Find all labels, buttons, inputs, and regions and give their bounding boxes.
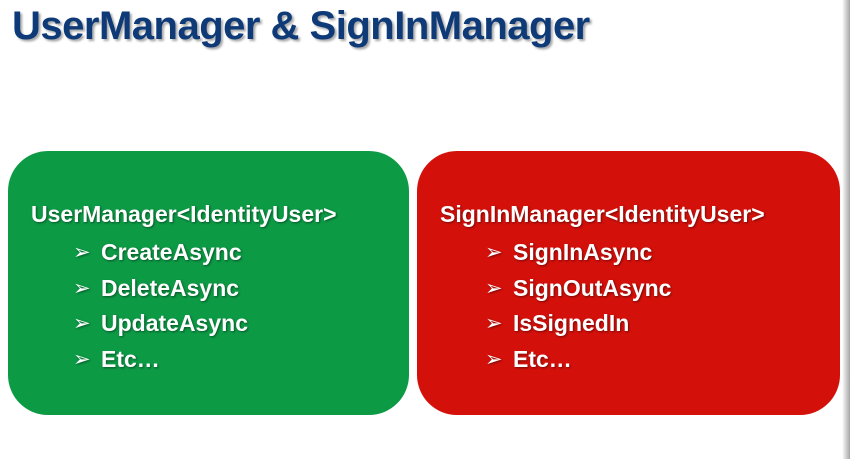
user-manager-box: UserManager<IdentityUser> ➢ CreateAsync … [8, 151, 409, 415]
list-item-label: IsSignedIn [513, 310, 630, 337]
user-manager-heading: UserManager<IdentityUser> [31, 201, 337, 227]
list-item: ➢ SignOutAsync [485, 271, 671, 307]
list-item: ➢ CreateAsync [73, 235, 248, 271]
arrow-bullet-icon: ➢ [73, 276, 91, 300]
signin-manager-heading: SignInManager<IdentityUser> [440, 201, 765, 227]
list-item: ➢ IsSignedIn [485, 306, 671, 342]
user-manager-method-list: ➢ CreateAsync ➢ DeleteAsync ➢ UpdateAsyn… [73, 235, 248, 377]
slide-edge-shadow [842, 0, 850, 459]
list-item: ➢ DeleteAsync [73, 271, 248, 307]
signin-manager-box: SignInManager<IdentityUser> ➢ SignInAsyn… [417, 151, 840, 415]
list-item: ➢ Etc… [485, 342, 671, 378]
list-item-label: SignInAsync [513, 239, 653, 266]
list-item: ➢ Etc… [73, 342, 248, 378]
arrow-bullet-icon: ➢ [485, 312, 503, 336]
list-item: ➢ SignInAsync [485, 235, 671, 271]
list-item: ➢ UpdateAsync [73, 306, 248, 342]
arrow-bullet-icon: ➢ [73, 347, 91, 371]
slide-title: UserManager & SignInManager [12, 4, 590, 48]
arrow-bullet-icon: ➢ [485, 276, 503, 300]
list-item-label: Etc… [513, 345, 572, 372]
arrow-bullet-icon: ➢ [485, 241, 503, 265]
arrow-bullet-icon: ➢ [73, 241, 91, 265]
list-item-label: Etc… [101, 345, 160, 372]
arrow-bullet-icon: ➢ [73, 312, 91, 336]
signin-manager-method-list: ➢ SignInAsync ➢ SignOutAsync ➢ IsSignedI… [485, 235, 671, 377]
list-item-label: SignOutAsync [513, 274, 672, 301]
list-item-label: DeleteAsync [101, 274, 240, 301]
list-item-label: CreateAsync [101, 239, 242, 266]
arrow-bullet-icon: ➢ [485, 347, 503, 371]
list-item-label: UpdateAsync [101, 310, 248, 337]
